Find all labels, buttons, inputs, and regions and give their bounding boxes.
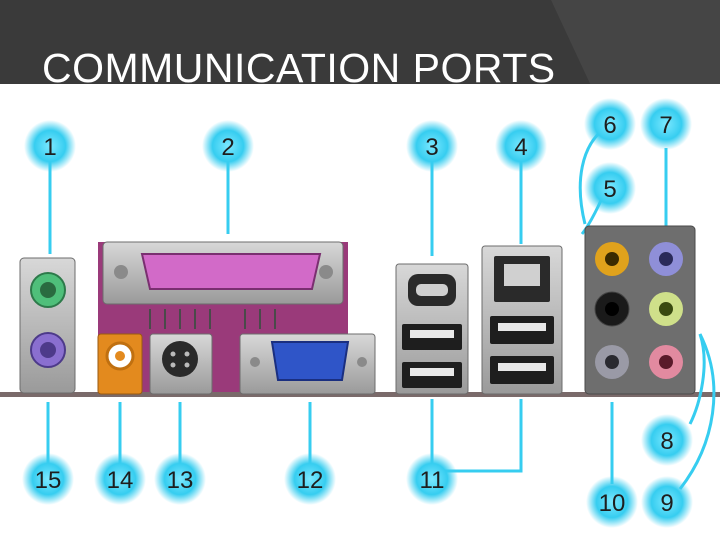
- callout-4: [495, 120, 547, 172]
- motherboard-io-panel: 1 2 3 4 5 6 7 8 9 10 11 12 13 14 15: [0, 98, 720, 528]
- callout-number: 4: [514, 134, 527, 161]
- callout-15: [22, 453, 74, 505]
- callout-number: 8: [660, 428, 673, 455]
- callout-3: [406, 120, 458, 172]
- callout-number: 9: [660, 490, 673, 517]
- callout-number: 6: [603, 112, 616, 139]
- svideo-port: [149, 333, 213, 395]
- callout-number: 11: [420, 467, 445, 494]
- lan-usb-stack: [481, 245, 563, 395]
- callout-2: [202, 120, 254, 172]
- callout-bubbles: [22, 98, 693, 528]
- callout-number: 1: [43, 134, 56, 161]
- spdif-port: [97, 333, 143, 395]
- callout-6: [584, 98, 636, 150]
- vga-port: [239, 333, 376, 395]
- callout-1: [24, 120, 76, 172]
- callout-number: 2: [221, 134, 234, 161]
- parallel-port: [140, 253, 322, 290]
- audio-jacks: [584, 225, 696, 395]
- callout-14: [94, 453, 146, 505]
- callout-8: [641, 414, 693, 466]
- callout-5: [584, 162, 636, 214]
- callout-10: [586, 476, 638, 528]
- title-bar: COMMUNICATION PORTS: [0, 0, 720, 84]
- callout-number: 10: [599, 490, 626, 517]
- callout-numbers: 1 2 3 4 5 6 7 8 9 10 11 12 13 14 15: [35, 112, 674, 517]
- callout-number: 12: [297, 467, 324, 494]
- callout-12: [284, 453, 336, 505]
- callout-number: 3: [425, 134, 438, 161]
- callout-number: 7: [659, 112, 672, 139]
- callout-number: 14: [107, 467, 134, 494]
- callout-9: [641, 476, 693, 528]
- slide-title: COMMUNICATION PORTS: [42, 46, 556, 84]
- callout-13: [154, 453, 206, 505]
- ps2-ports: [19, 257, 76, 394]
- callout-11: [406, 453, 458, 505]
- callout-7: [640, 98, 692, 150]
- callout-number: 5: [603, 176, 616, 203]
- callout-number: 13: [167, 467, 194, 494]
- callout-number: 15: [35, 467, 62, 494]
- firewire-usb-stack: [395, 263, 469, 395]
